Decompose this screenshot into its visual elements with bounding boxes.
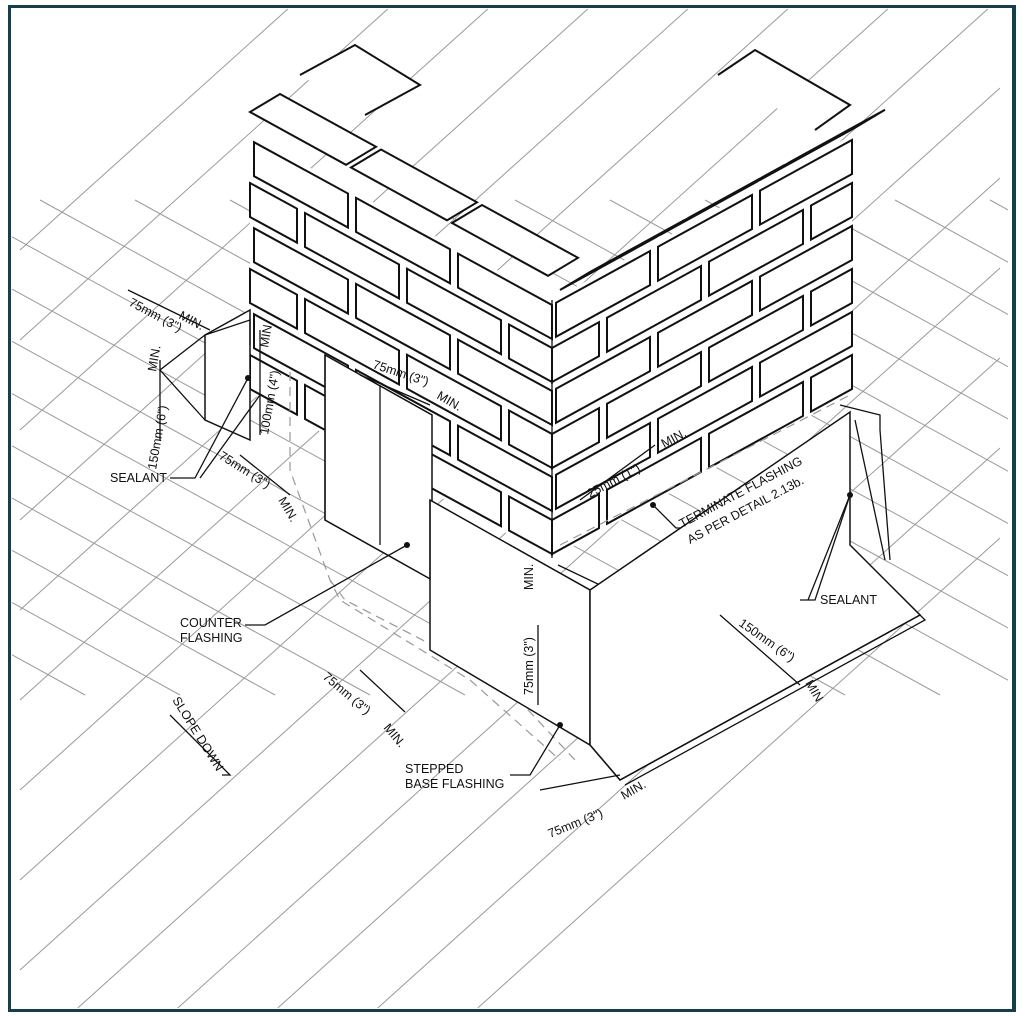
- dim-label: MIN: [802, 678, 826, 705]
- brick: [304, 297, 400, 387]
- brick: [606, 350, 702, 440]
- tile-line: [11, 497, 371, 696]
- dim-label: MIN.: [381, 721, 409, 750]
- dim-label: MIN.: [522, 564, 536, 590]
- dim-label: MIN.: [145, 344, 163, 372]
- tile-line: [11, 602, 181, 696]
- brick: [304, 211, 400, 301]
- brick-top: [348, 148, 480, 222]
- brick: [759, 224, 853, 313]
- tile-line: [11, 549, 276, 696]
- brick: [708, 294, 804, 384]
- brick: [657, 193, 753, 283]
- tile-line: [894, 199, 1009, 263]
- dimension-lines: [127, 289, 853, 791]
- counter-flashing-label: FLASHING: [180, 631, 243, 645]
- drawing-frame: [8, 5, 1016, 1012]
- dim-label: 75mm (3"): [320, 670, 373, 718]
- slope-down-label: SLOPE DOWN: [169, 694, 226, 773]
- dim-label: MIN.: [275, 495, 300, 525]
- brick: [606, 264, 702, 354]
- brick: [657, 279, 753, 369]
- brick: [406, 353, 502, 442]
- brick: [810, 267, 853, 328]
- brick-top: [299, 43, 422, 116]
- tile-line: [11, 445, 466, 696]
- brick: [759, 138, 853, 227]
- brick: [249, 267, 298, 331]
- dim-label: 75mm (3"): [216, 449, 273, 492]
- dim-label: 75mm (3"): [546, 806, 605, 841]
- brick: [657, 365, 753, 455]
- brick: [810, 181, 853, 242]
- dim-label: 150mm (6"): [145, 404, 170, 470]
- brick: [253, 226, 349, 316]
- base-flashing-right: [559, 394, 927, 786]
- brick: [253, 140, 349, 230]
- dim-label: MIN.: [257, 320, 275, 348]
- stepped-flashing-label: BASE FLASHING: [405, 777, 504, 791]
- dim-label: 75mm (3"): [127, 295, 185, 335]
- sealant-label: SEALANT: [110, 471, 167, 485]
- brick: [249, 181, 298, 245]
- counter-flashing: [159, 308, 433, 582]
- brick-top: [449, 203, 581, 277]
- brick: [555, 335, 651, 425]
- sealant-label: SEALANT: [820, 593, 877, 607]
- brick-top: [247, 92, 379, 166]
- dim-label: 75mm (3"): [522, 637, 536, 695]
- dim-label: MIN.: [619, 777, 649, 802]
- tile-line: [989, 199, 1009, 211]
- brick-top: [717, 48, 852, 131]
- brick: [555, 421, 651, 511]
- brick: [708, 208, 804, 298]
- stepped-flashing-label: STEPPED: [405, 762, 463, 776]
- counter-flashing-label: COUNTER: [180, 616, 242, 630]
- brick: [406, 267, 502, 356]
- brick: [759, 310, 853, 399]
- brick: [708, 380, 804, 470]
- brick: [355, 196, 451, 285]
- brick: [555, 249, 651, 339]
- brick: [355, 282, 451, 371]
- brick-top: [759, 108, 886, 181]
- tile-line: [19, 8, 289, 251]
- brick: [810, 353, 853, 414]
